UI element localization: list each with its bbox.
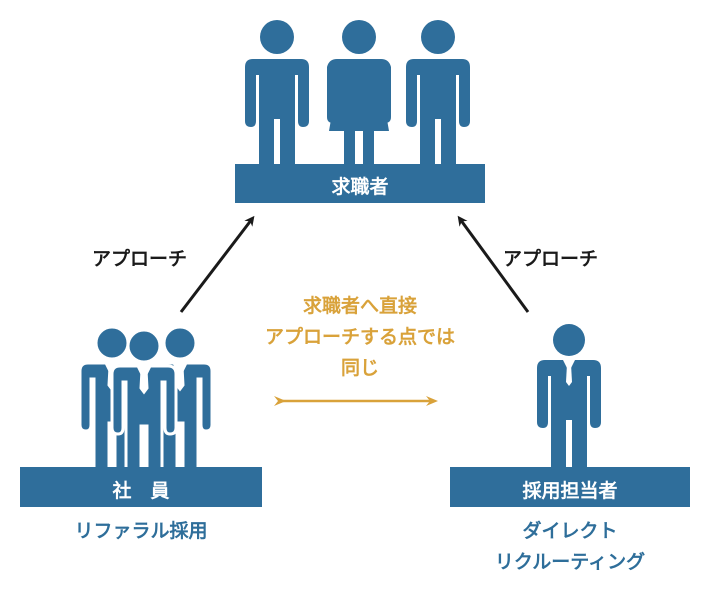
recruiter-label: 採用担当者 (522, 480, 618, 502)
recruiter-bar (450, 467, 690, 507)
referral-hiring-caption: リファラル採用 (74, 520, 208, 542)
center-note-line3: 同じ (340, 357, 379, 379)
employees-label: 社 員 (112, 480, 170, 502)
direct-recruiting-caption-line2: リクルーティング (494, 551, 646, 573)
employees-group (78, 325, 214, 478)
job-seeker-woman-icon (327, 20, 391, 171)
recruiter-group (537, 324, 601, 470)
approach-label-left: アプローチ (92, 248, 188, 270)
approach-arrow-left (179, 215, 255, 313)
job-seekers-bar (235, 164, 485, 203)
approach-label-right: アプローチ (503, 248, 599, 270)
job-seeker-man-left-icon (245, 20, 309, 171)
job-seeker-man-right-icon (406, 20, 470, 171)
employees-bar (20, 467, 262, 507)
job-seekers-group (245, 20, 470, 171)
job-seekers-label: 求職者 (331, 176, 389, 198)
center-note-line1: 求職者へ直接 (302, 295, 417, 317)
recruiter-icon (537, 324, 601, 470)
approach-arrow-right (457, 215, 530, 313)
center-note: 求職者へ直接 アプローチする点では 同じ (230, 291, 490, 384)
center-note-line2: アプローチする点では (264, 326, 455, 348)
direct-recruiting-caption-line1: ダイレクト (522, 520, 618, 542)
